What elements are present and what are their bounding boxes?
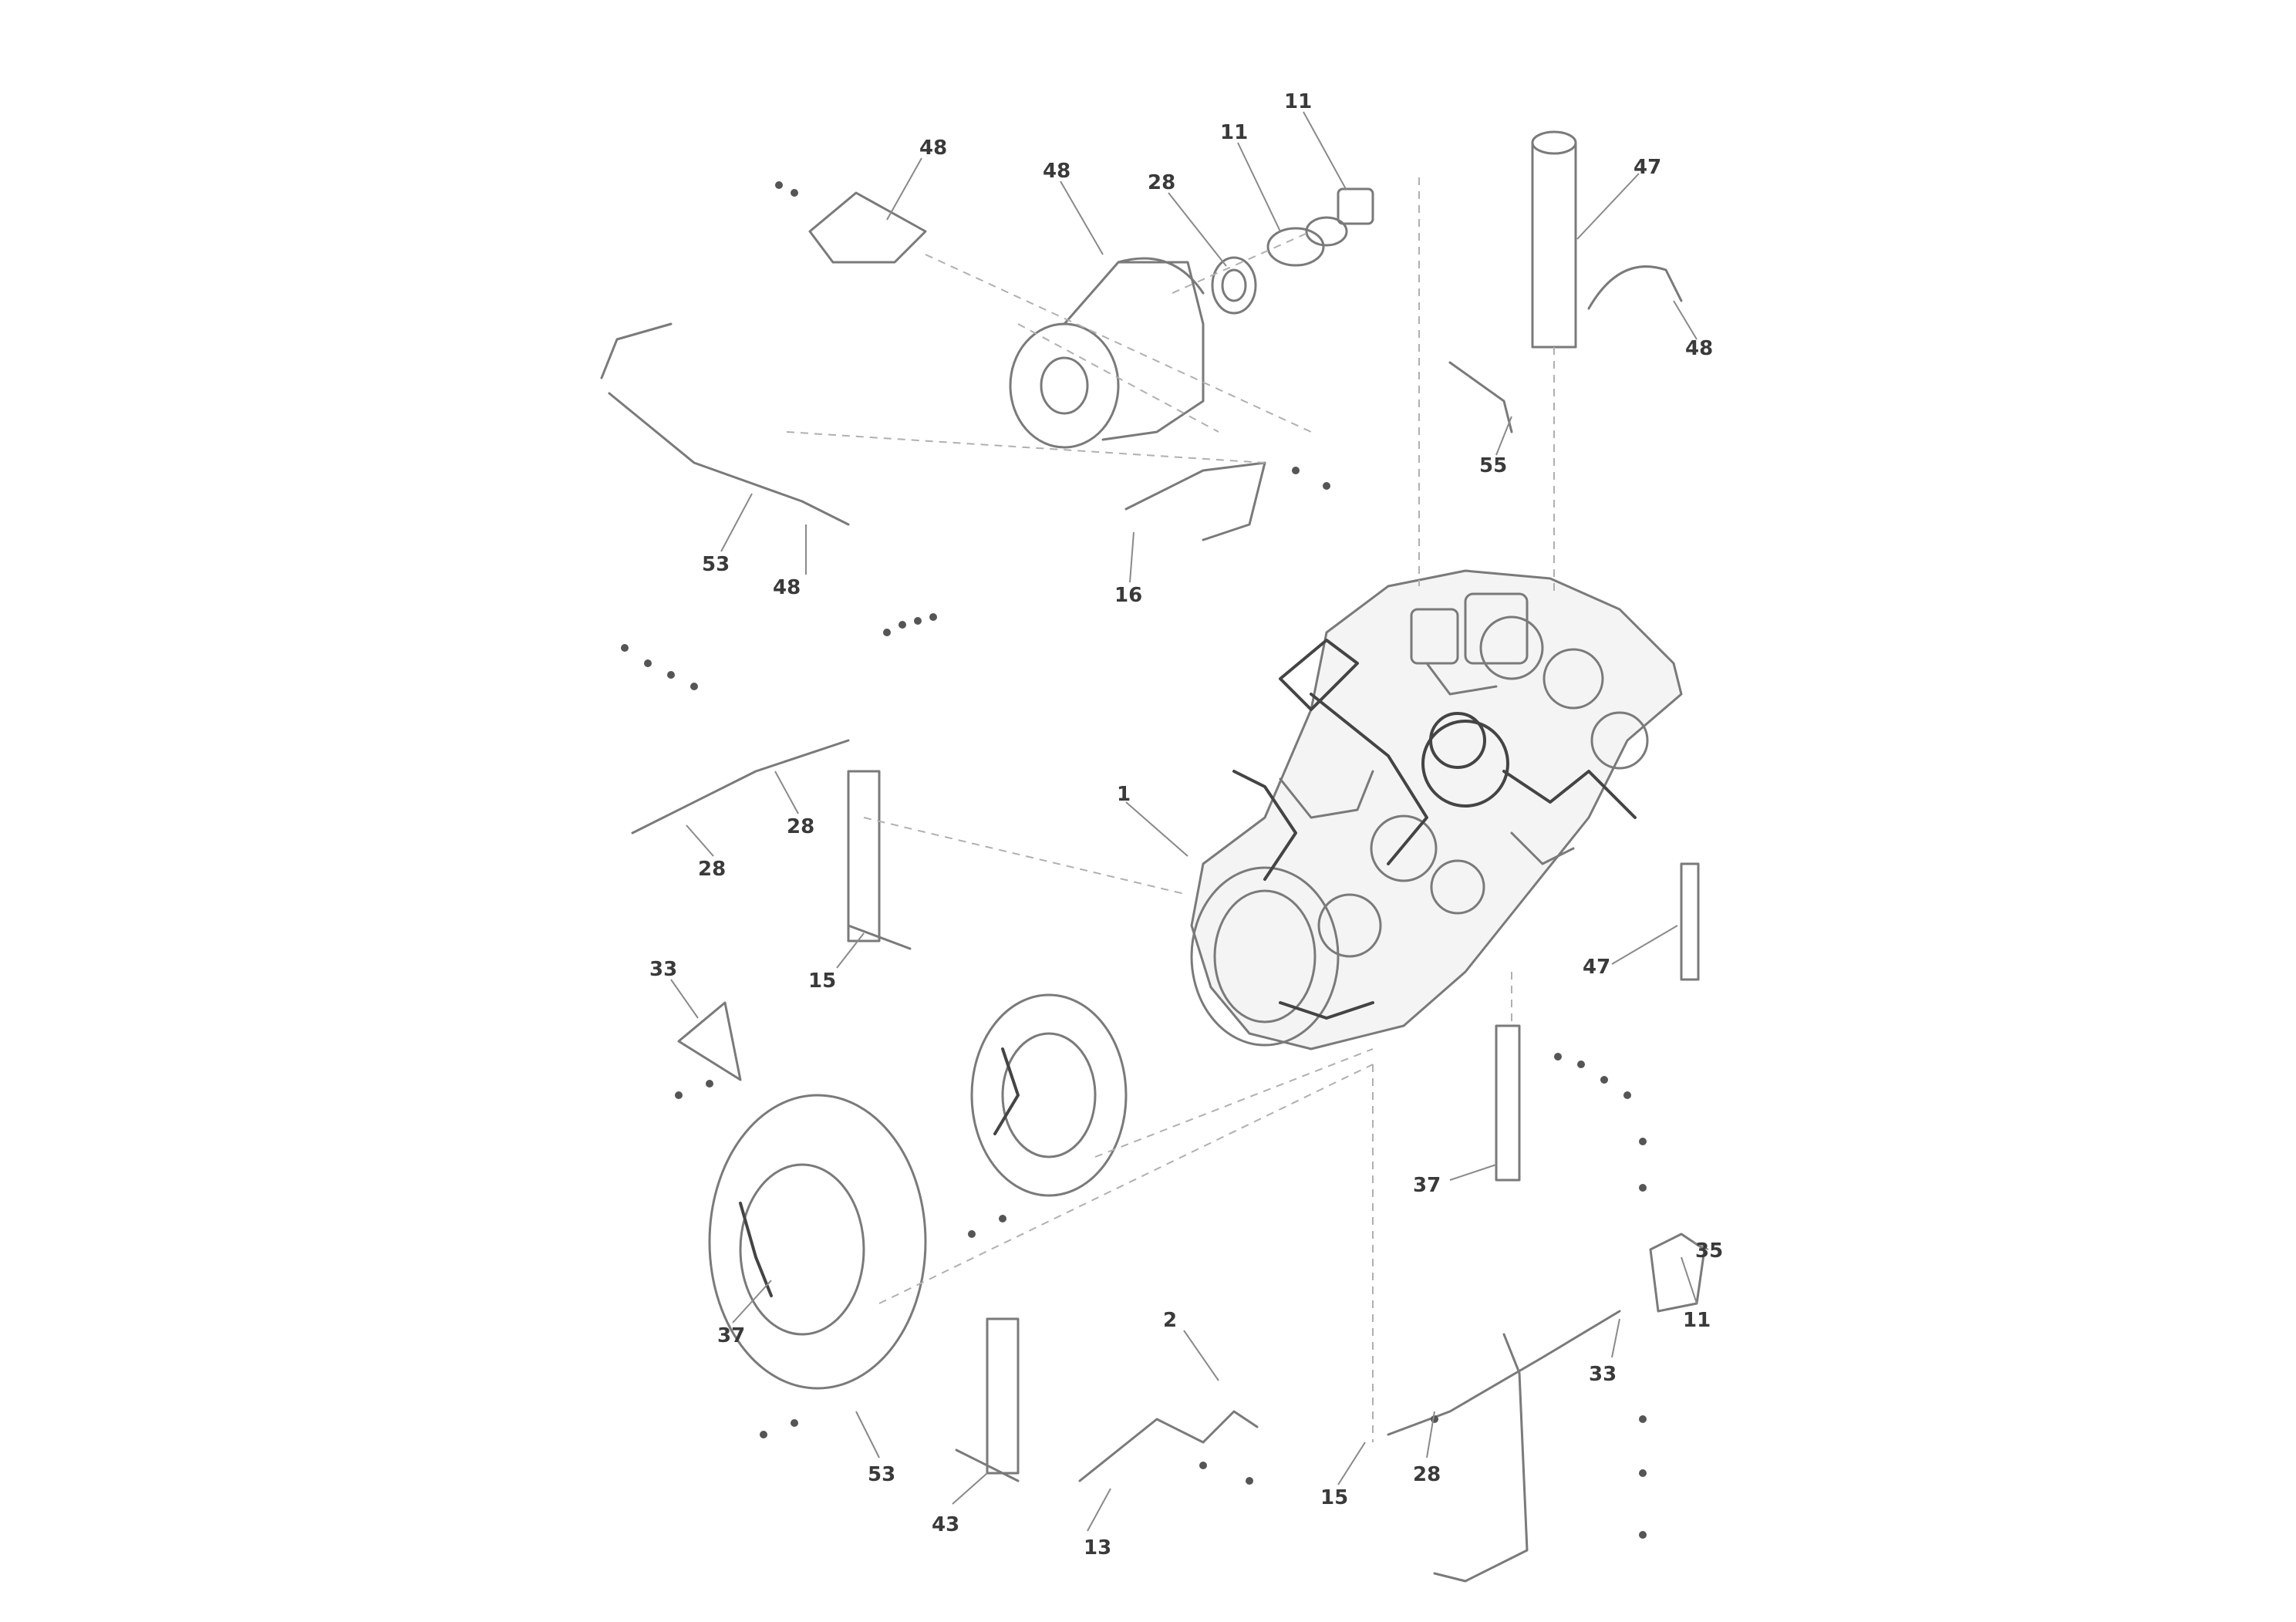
flywheel-housing [708,993,1374,1390]
lower-right-assembly [955,862,1706,1583]
callout-label: 53 [702,553,730,576]
engine-block [1190,569,1683,1050]
callout-labels: 48 48 28 11 11 47 48 55 53 48 16 1 28 28… [649,90,1723,1560]
callout-label: 33 [1589,1363,1617,1386]
callout-label: 47 [1583,956,1610,979]
leader-lines [670,111,1709,1532]
filler-tube [1418,130,1683,594]
callout-label: 11 [1284,90,1312,113]
callout-label: 37 [1413,1174,1441,1197]
upper-bracket [600,191,1312,541]
callout-label: 28 [1413,1463,1441,1486]
callout-label: 47 [1633,156,1661,179]
callout-label: 28 [698,858,726,881]
callout-label: 16 [1114,584,1142,607]
callout-label: 15 [1320,1486,1348,1509]
callout-label: 11 [1683,1309,1711,1332]
callout-label: 55 [1479,454,1507,477]
callout-label: 2 [1163,1309,1177,1332]
callout-label: 48 [919,137,947,160]
callout-label: 13 [1084,1536,1111,1560]
callout-label: 37 [717,1324,745,1347]
callout-label: 35 [1695,1239,1723,1263]
callout-label: 15 [808,969,836,993]
pulley-assembly [1009,187,1374,449]
callout-label: 53 [868,1463,895,1486]
callout-label: 33 [649,958,677,981]
callout-label: 1 [1117,783,1131,806]
callout-label: 48 [1043,160,1070,183]
fasteners [621,181,1647,1539]
callout-label: 11 [1220,121,1248,144]
callout-label: 48 [773,576,801,599]
callout-label: 43 [932,1513,959,1536]
callout-label: 28 [787,815,814,838]
callout-label: 48 [1685,337,1713,360]
callout-label: 28 [1148,171,1175,194]
left-linkage [631,739,1188,1081]
